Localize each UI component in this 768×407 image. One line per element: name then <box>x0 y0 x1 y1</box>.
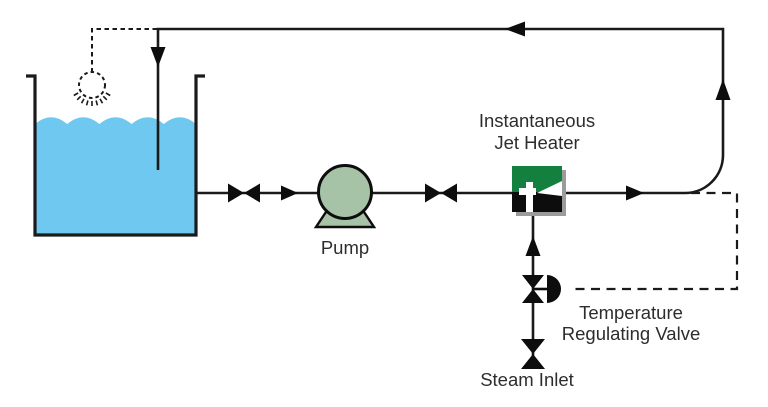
water-tank <box>26 74 205 237</box>
regulating-valve-label-line1: Temperature <box>579 302 683 323</box>
flow-arrow-top-left <box>505 21 525 37</box>
spray-head-circle <box>78 71 106 99</box>
steam-inlet-valve-icon <box>521 339 545 369</box>
flow-arrow-steam-up <box>525 236 541 256</box>
flow-arrow-discharge <box>626 185 644 201</box>
flow-arrows <box>150 21 731 256</box>
spray-rays <box>73 92 111 106</box>
regulating-valve-label-line2: Regulating Valve <box>562 323 701 344</box>
isolation-valve-icon-1 <box>228 183 260 203</box>
valve-actuator-icon <box>547 275 561 303</box>
pump-icon <box>313 164 377 229</box>
heater-label-line2: Jet Heater <box>494 132 579 153</box>
flow-arrow-dip-down <box>150 47 166 67</box>
control-signal-line <box>570 191 739 291</box>
heater-label-line1: Instantaneous <box>479 110 595 131</box>
return-pipe <box>156 27 725 195</box>
spray-nozzle-icon <box>73 28 157 106</box>
tank-water <box>35 117 196 235</box>
tank-walls <box>26 74 205 237</box>
pump-label: Pump <box>321 237 369 258</box>
heater-cross <box>519 182 536 212</box>
heater-black-body <box>512 192 562 212</box>
isolation-valve-icon-2 <box>425 183 457 203</box>
jet-heater-icon <box>512 166 566 216</box>
flow-arrow-riser-up <box>715 79 731 100</box>
temperature-regulating-valve-icon <box>522 275 561 303</box>
heater-jet-cone <box>537 181 562 196</box>
steam-inlet-label: Steam Inlet <box>480 369 574 390</box>
pump-body <box>317 164 373 220</box>
flow-arrow-suction <box>281 185 298 201</box>
spray-drop-leg <box>91 28 157 71</box>
